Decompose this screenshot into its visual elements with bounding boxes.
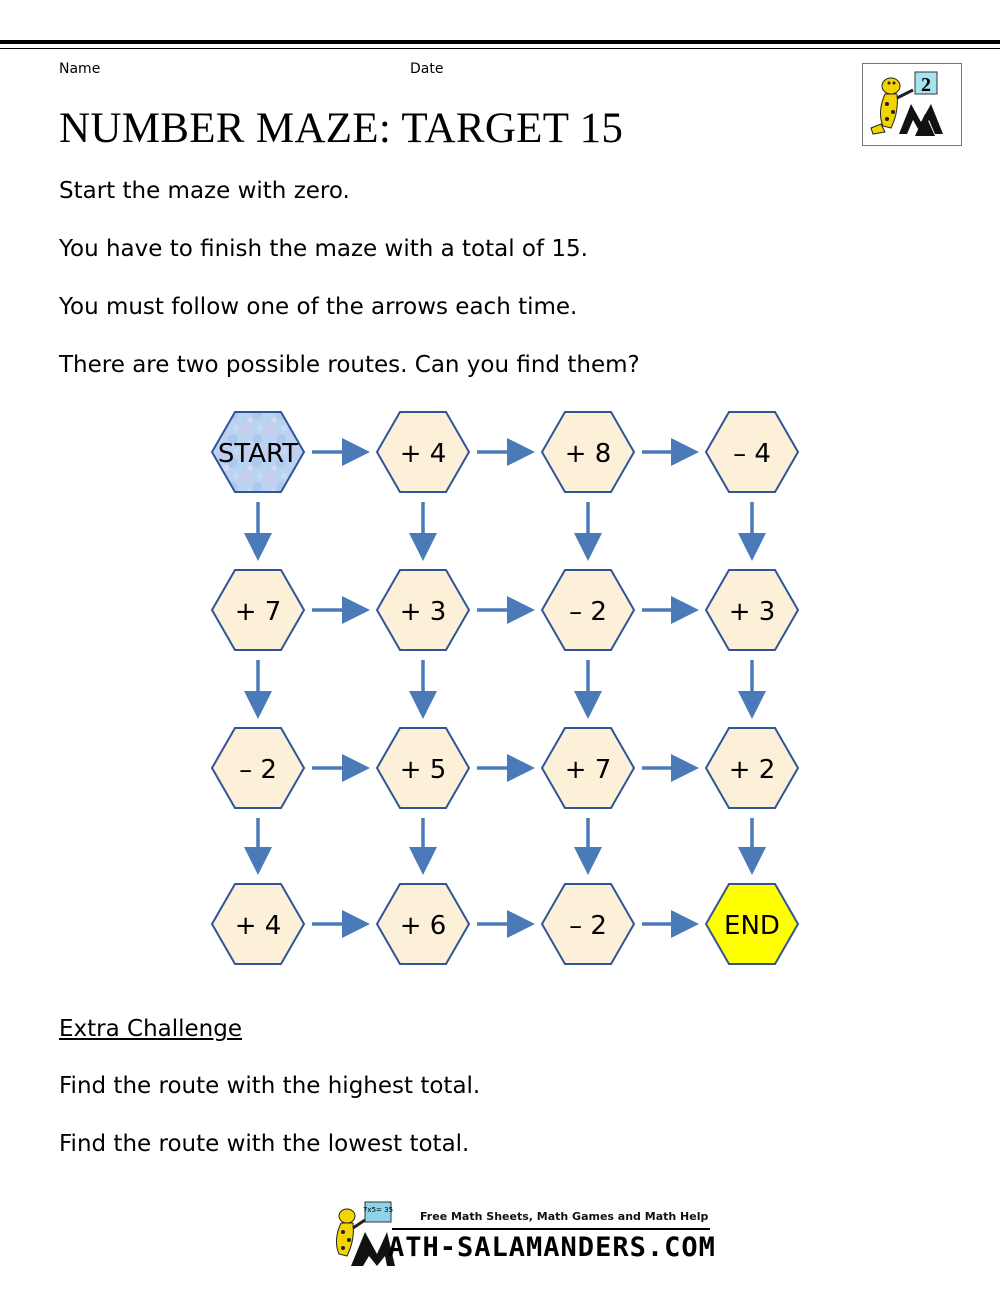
- maze-cell-label: + 6: [400, 911, 447, 941]
- top-rule: [0, 40, 1000, 44]
- extra-line-2: Find the route with the lowest total.: [59, 1131, 470, 1157]
- maze-cell-label: + 4: [235, 911, 282, 941]
- footer-salamander-icon: 7x5= 35: [335, 1201, 395, 1266]
- maze-cell-label: – 2: [569, 911, 607, 941]
- maze-cell: – 2: [540, 569, 636, 651]
- maze-cell: + 5: [375, 727, 471, 809]
- maze-cell-label: START: [218, 439, 298, 469]
- footer-site-name: ATH-SALAMANDERS.COM: [388, 1232, 716, 1263]
- maze-cell: + 4: [210, 883, 306, 965]
- name-label: Name: [59, 61, 101, 77]
- instruction-4: There are two possible routes. Can you f…: [59, 352, 640, 378]
- hexagon-shape: [375, 411, 471, 493]
- date-label: Date: [410, 61, 444, 77]
- footer-tagline: Free Math Sheets, Math Games and Math He…: [420, 1210, 709, 1223]
- hexagon-shape: [704, 411, 800, 493]
- maze-cell: + 4: [375, 411, 471, 493]
- maze-cell-label: + 7: [565, 755, 612, 785]
- maze-cell-label: – 2: [239, 755, 277, 785]
- hexagon-shape: [704, 727, 800, 809]
- hexagon-shape: [540, 727, 636, 809]
- hexagon-shape: [704, 569, 800, 651]
- number-maze: START + 4 + 8 – 4 + 7 + 3 – 2 + 3 – 2 + 5 + 7 + 2 + …: [210, 411, 800, 965]
- maze-cell: + 2: [704, 727, 800, 809]
- extra-line-1: Find the route with the highest total.: [59, 1073, 481, 1099]
- extra-challenge-heading: Extra Challenge: [59, 1016, 243, 1042]
- maze-end-cell: END: [704, 883, 800, 965]
- hexagon-shape: [540, 569, 636, 651]
- maze-cell-label: + 3: [400, 597, 447, 627]
- hexagon-shape: [540, 883, 636, 965]
- maze-start-cell: START: [210, 411, 306, 493]
- maze-cell-label: – 4: [733, 439, 771, 469]
- grade-logo: 2: [862, 63, 962, 146]
- hexagon-shape: [210, 411, 306, 493]
- instruction-2: You have to finish the maze with a total…: [59, 236, 588, 262]
- footer-rule: [392, 1228, 710, 1230]
- maze-cell-label: + 5: [400, 755, 447, 785]
- maze-cell-label: + 2: [729, 755, 776, 785]
- instruction-1: Start the maze with zero.: [59, 178, 350, 204]
- maze-cell-label: + 4: [400, 439, 447, 469]
- page-title: NUMBER MAZE: TARGET 15: [59, 105, 624, 152]
- hexagon-shape: [540, 411, 636, 493]
- maze-cell: + 8: [540, 411, 636, 493]
- maze-cell: – 2: [210, 727, 306, 809]
- maze-cell-label: + 7: [235, 597, 282, 627]
- footer-logo: 7x5= 35: [325, 1198, 715, 1270]
- maze-cell-label: END: [724, 911, 780, 941]
- hexagon-shape: [704, 883, 800, 965]
- hexagon-shape: [375, 569, 471, 651]
- maze-cell: – 2: [540, 883, 636, 965]
- footer-badge-text: 7x5= 35: [363, 1206, 393, 1214]
- maze-cell-label: + 8: [565, 439, 612, 469]
- hexagon-shape: [375, 883, 471, 965]
- maze-cell: + 7: [210, 569, 306, 651]
- hexagon-shape: [210, 569, 306, 651]
- maze-cell-label: + 3: [729, 597, 776, 627]
- maze-cell: + 6: [375, 883, 471, 965]
- instruction-3: You must follow one of the arrows each t…: [59, 294, 578, 320]
- maze-cell: + 3: [704, 569, 800, 651]
- maze-cell: + 3: [375, 569, 471, 651]
- hexagon-shape: [375, 727, 471, 809]
- maze-cell: + 7: [540, 727, 636, 809]
- salamander-logo-icon: 2: [870, 71, 943, 136]
- top-rule-thin: [0, 48, 1000, 49]
- hexagon-shape: [210, 883, 306, 965]
- maze-cell: – 4: [704, 411, 800, 493]
- grade-badge-text: 2: [921, 74, 931, 96]
- maze-cell-label: – 2: [569, 597, 607, 627]
- hexagon-shape: [210, 727, 306, 809]
